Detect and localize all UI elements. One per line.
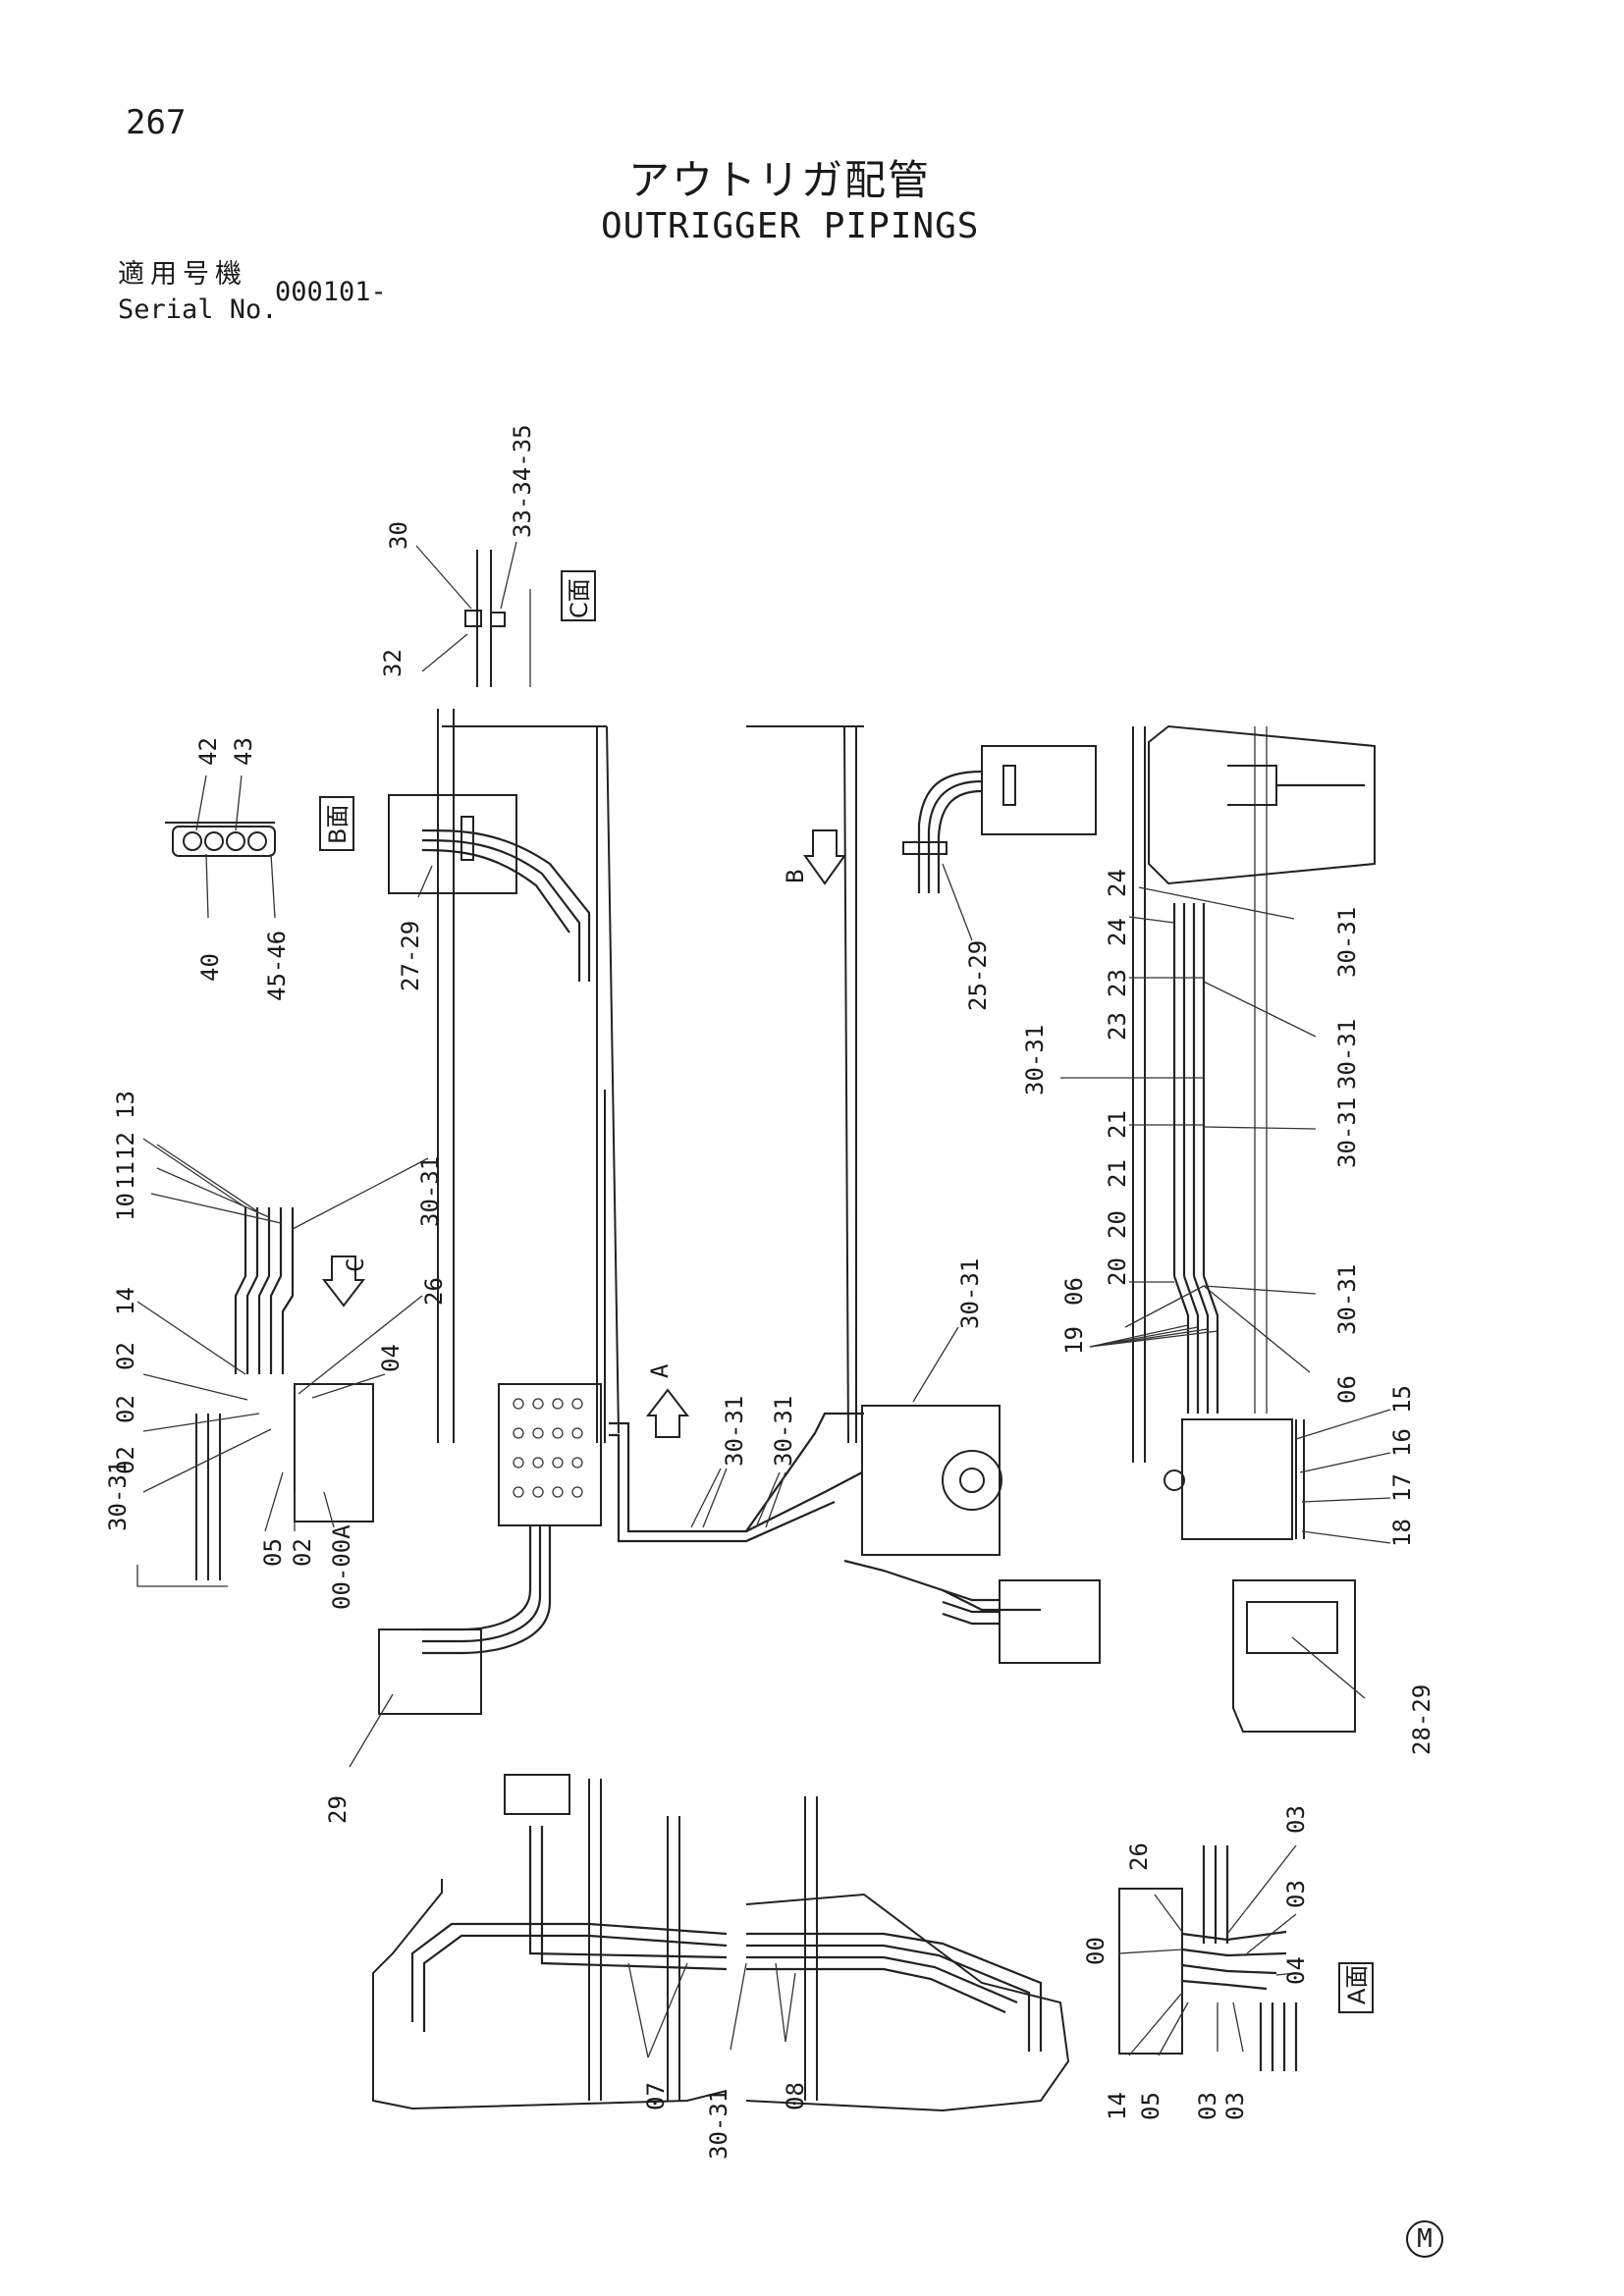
callout-label: 17 <box>1388 1473 1416 1502</box>
view-label-c: C面 <box>566 578 593 618</box>
serial-value: 000101- <box>275 277 387 307</box>
callout-label: 03 <box>1194 2092 1221 2120</box>
callout-label: 02 <box>112 1342 139 1370</box>
view-arrow-b: B <box>782 870 809 883</box>
view-arrow-c: C <box>342 1258 369 1272</box>
right-assembly: 24 24 30-31 23 23 30-31 30-31 21 21 30-3… <box>1021 724 1435 1755</box>
callout-label: 30-31 <box>770 1396 797 1467</box>
callout-label: 30 <box>385 521 412 550</box>
callout-label: 33-34-35 <box>509 424 536 538</box>
callout-label: 02 <box>112 1446 139 1474</box>
left-assembly: C 13 12 11 10 30-31 14 26 02 02 02 04 30… <box>104 1091 448 1610</box>
callout-label: 30-31 <box>104 1461 132 1531</box>
detail-view-a: 26 03 03 00 04 14 05 03 03 A面 <box>1082 1805 1374 2120</box>
callout-label: 24 <box>1104 918 1131 946</box>
callout-label: 40 <box>196 953 224 982</box>
callout-label: 11 <box>112 1161 139 1190</box>
callout-label: 26 <box>1125 1842 1153 1871</box>
callout-label: 03 <box>1282 1805 1310 1834</box>
page-number: 267 <box>126 103 187 142</box>
callout-label: 30-31 <box>705 2089 732 2160</box>
manufacturer-mark: M <box>1406 2220 1443 2258</box>
lower-frame: 07 30-31 08 <box>372 1774 1070 2160</box>
callout-label: 06 <box>1060 1277 1088 1306</box>
view-arrow-a: A <box>646 1363 674 1378</box>
callout-label: 30-31 <box>956 1258 984 1329</box>
callout-label: 20 <box>1104 1257 1131 1286</box>
callout-label: 26 <box>420 1277 448 1306</box>
callout-label: 32 <box>379 649 406 677</box>
callout-label: 19 <box>1060 1326 1088 1355</box>
callout-label: 02 <box>289 1538 316 1567</box>
callout-label: 07 <box>642 2082 670 2110</box>
callout-label: 30-31 <box>1333 907 1361 978</box>
callout-label: 30-31 <box>721 1396 748 1467</box>
callout-label: 30-31 <box>1021 1025 1049 1095</box>
callout-label: 16 <box>1388 1428 1416 1457</box>
callout-label: 29 <box>324 1795 352 1824</box>
callout-label: 06 <box>1333 1375 1361 1404</box>
callout-label: 23 <box>1104 969 1131 997</box>
callout-label: 43 <box>230 737 257 766</box>
detail-view-b: 42 43 40 45-46 B面 <box>165 737 354 1001</box>
callout-label: 14 <box>1104 2092 1131 2120</box>
callout-label: 23 <box>1104 1012 1131 1041</box>
callout-label: 45-46 <box>263 931 291 1001</box>
callout-label: 12 <box>112 1132 139 1160</box>
main-frame: 27-29 25-29 B A <box>324 709 1268 1824</box>
callout-label: 24 <box>1104 869 1131 897</box>
title-english: OUTRIGGER PIPINGS <box>601 206 980 246</box>
manifold-ports <box>513 1398 583 1498</box>
callout-label: 02 <box>112 1395 139 1423</box>
view-label-a: A面 <box>1343 1965 1371 2004</box>
serial-label-english: Serial No. <box>118 294 278 325</box>
callout-label: 42 <box>194 737 222 766</box>
callout-label: 30-31 <box>1333 1097 1361 1168</box>
callout-label: 00-00A <box>328 1524 355 1610</box>
serial-label: 適用号機 Serial No. <box>118 257 278 328</box>
callout-label: 27-29 <box>397 921 424 991</box>
callout-label: 08 <box>782 2082 809 2110</box>
callout-label: 04 <box>1282 1956 1310 1985</box>
callout-label: 25-29 <box>964 940 992 1011</box>
callout-label: 14 <box>112 1287 139 1315</box>
callout-label: 28-29 <box>1408 1684 1435 1755</box>
callout-label: 00 <box>1082 1937 1110 1965</box>
callout-label: 30-31 <box>1333 1019 1361 1090</box>
detail-view-c: 30 33-34-35 32 C面 <box>379 424 596 687</box>
serial-label-japanese: 適用号機 <box>118 259 247 290</box>
callout-label: 04 <box>377 1344 405 1372</box>
view-label-b: B面 <box>324 805 352 844</box>
callout-label: 13 <box>112 1091 139 1119</box>
title-japanese: アウトリガ配管 <box>628 156 932 204</box>
callout-label: 10 <box>112 1193 139 1221</box>
callout-label: 21 <box>1104 1159 1131 1188</box>
callout-label: 20 <box>1104 1210 1131 1239</box>
callout-label: 21 <box>1104 1110 1131 1139</box>
callout-label: 18 <box>1388 1519 1416 1547</box>
callout-label: 05 <box>259 1538 287 1567</box>
callout-label: 03 <box>1221 2092 1249 2120</box>
callout-label: 05 <box>1137 2092 1164 2120</box>
callout-label: 30-31 <box>1333 1264 1361 1335</box>
callout-label: 30-31 <box>416 1156 444 1227</box>
callout-label: 15 <box>1388 1385 1416 1414</box>
callout-label: 03 <box>1282 1880 1310 1908</box>
